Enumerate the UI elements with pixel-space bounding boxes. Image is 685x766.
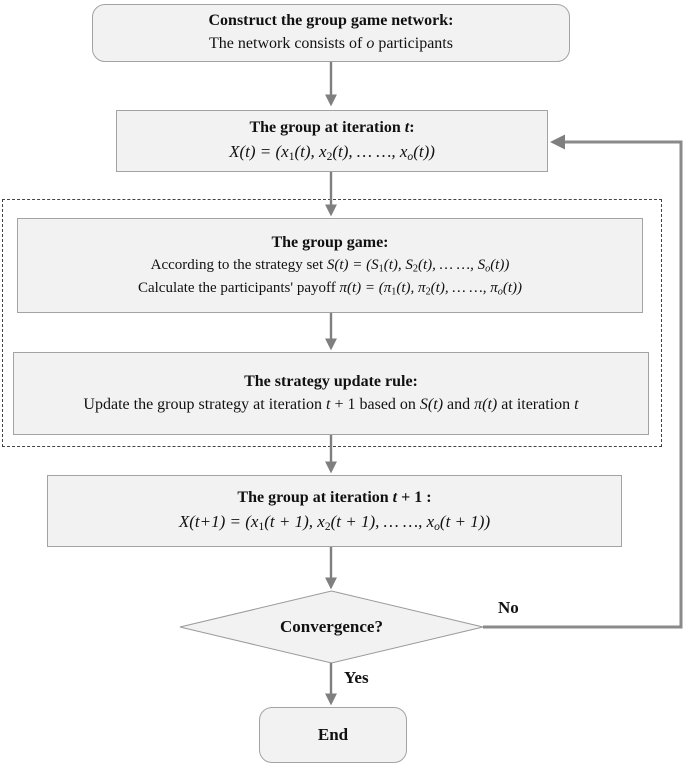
node-title: The group at iteration t + 1 : [237, 489, 432, 507]
edge-label-no: No [498, 598, 519, 617]
decision-label-text: Convergence? [280, 617, 383, 636]
node-body: The network consists of o participants [209, 35, 453, 53]
node-title: End [317, 724, 349, 744]
node-title: The group game: [271, 233, 389, 251]
node-construct-network: Construct the group game network: The ne… [92, 4, 570, 62]
node-group-iteration-t-plus-1: The group at iteration t + 1 : X(t+1) = … [47, 475, 622, 547]
node-formula: X(t+1) = (x1(t + 1), x2(t + 1), … …, xo(… [178, 512, 491, 534]
node-strategy-update-rule: The strategy update rule: Update the gro… [13, 352, 649, 435]
node-formula: X(t) = (x1(t), x2(t), … …, xo(t)) [229, 142, 435, 164]
node-title: Construct the group game network: [208, 12, 454, 29]
node-body-line2: Calculate the participants' payoff π(t) … [137, 280, 523, 298]
node-group-game: The group game: According to the strateg… [17, 218, 643, 313]
node-end: End [259, 707, 407, 763]
node-body: Update the group strategy at iteration t… [83, 395, 579, 413]
decision-convergence: Convergence? [180, 592, 483, 662]
edge-label-yes: Yes [344, 668, 369, 687]
node-title: The group at iteration t: [249, 119, 415, 137]
node-group-iteration-t: The group at iteration t: X(t) = (x1(t),… [116, 110, 548, 172]
node-body-line1: According to the strategy set S(t) = (S1… [150, 256, 510, 275]
node-title: The strategy update rule: [244, 372, 418, 390]
